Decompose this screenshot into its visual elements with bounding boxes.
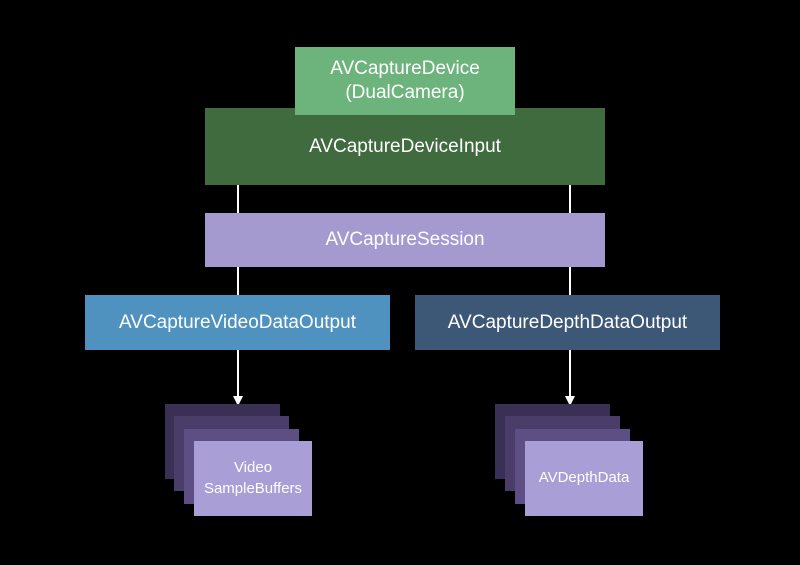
video-sample-buffers-label: Video SampleBuffers (194, 441, 312, 516)
video-sample-buffers-line2: SampleBuffers (203, 479, 303, 497)
avcapture-device-input-label: AVCaptureDeviceInput (309, 135, 501, 157)
avdepth-data-label: AVDepthData (538, 469, 630, 487)
video-sample-buffers-line1: Video (233, 459, 273, 477)
avcapture-session-label: AVCaptureSession (325, 229, 485, 251)
avdepth-data-label-box: AVDepthData (525, 441, 643, 516)
avcapture-depth-data-output-box: AVCaptureDepthDataOutput (415, 295, 720, 350)
avcapture-device-label-line1: AVCaptureDevice (330, 58, 480, 80)
avcapture-video-data-output-box: AVCaptureVideoDataOutput (85, 295, 390, 350)
avcapture-device-box: AVCaptureDevice (DualCamera) (295, 47, 515, 115)
video-stack-layer-4 (194, 441, 312, 516)
avcapture-session-box: AVCaptureSession (205, 213, 605, 267)
avcapture-depth-data-output-label: AVCaptureDepthDataOutput (447, 311, 688, 333)
avcapture-device-input-box: AVCaptureDeviceInput (205, 108, 605, 185)
avcapture-video-data-output-label: AVCaptureVideoDataOutput (119, 311, 356, 333)
avcapture-device-label-line2: (DualCamera) (345, 82, 465, 103)
depth-stack-layer-4 (525, 441, 643, 516)
